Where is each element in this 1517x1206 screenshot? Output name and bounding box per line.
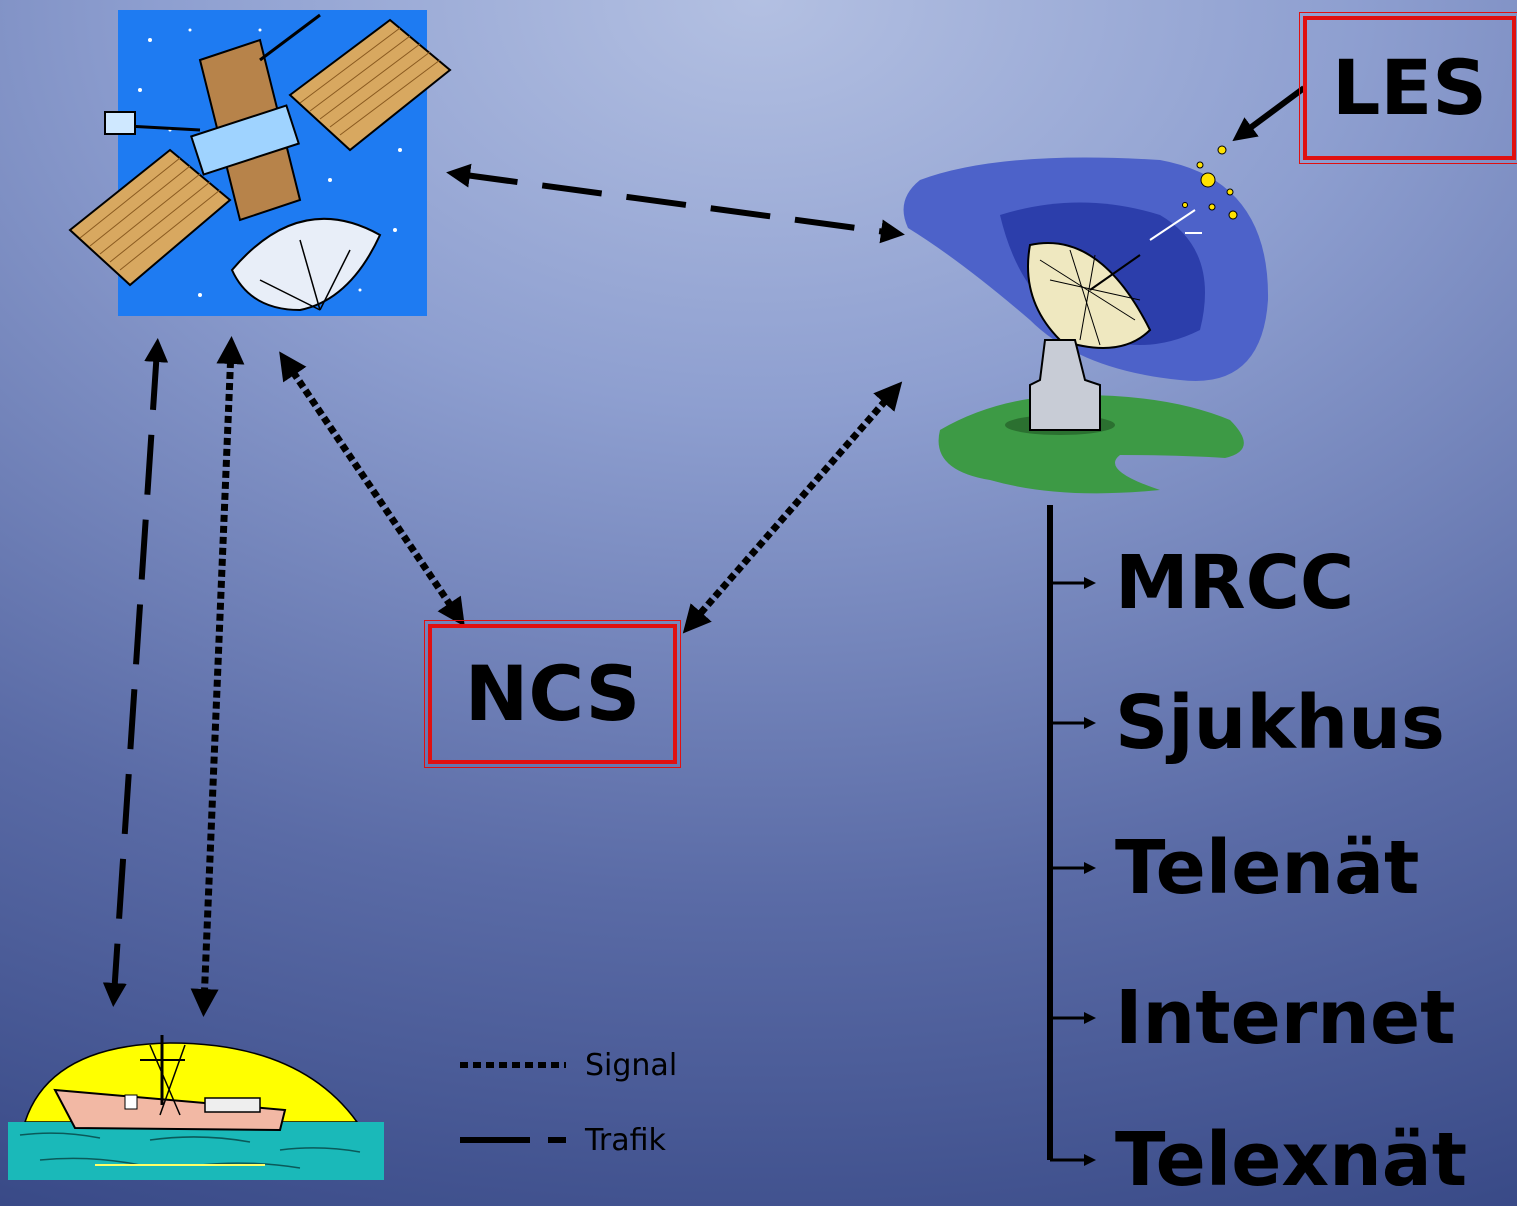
- signal-link-satellite-ncs: [279, 351, 465, 627]
- traffic-link-satellite-ship: [102, 338, 169, 1007]
- destination-tree: [1047, 505, 1096, 1166]
- signal-link-les-ncs: [682, 381, 903, 634]
- earth-station-dish-icon: [903, 145, 1269, 494]
- signal-link-satellite-ship: [190, 336, 245, 1017]
- les-label: LES: [1331, 43, 1488, 132]
- les-pointer-arrow: [1232, 85, 1306, 142]
- traffic-link-satellite-les: [446, 163, 905, 244]
- destination-internet: Internet: [1115, 975, 1456, 1061]
- destination-telexnat: Telexnät: [1115, 1117, 1468, 1203]
- destination-mrcc: MRCC: [1115, 540, 1355, 626]
- destination-sjukhus: Sjukhus: [1115, 680, 1445, 766]
- les-box: LES: [1299, 12, 1517, 164]
- ship-icon: [8, 1035, 384, 1180]
- ncs-label: NCS: [464, 649, 641, 738]
- legend-signal-label: Signal: [585, 1048, 678, 1083]
- ncs-box: NCS: [424, 620, 681, 768]
- satellite-icon: [68, 10, 452, 316]
- legend-traffic-label: Trafik: [585, 1123, 666, 1158]
- destination-telenat: Telenät: [1115, 825, 1420, 911]
